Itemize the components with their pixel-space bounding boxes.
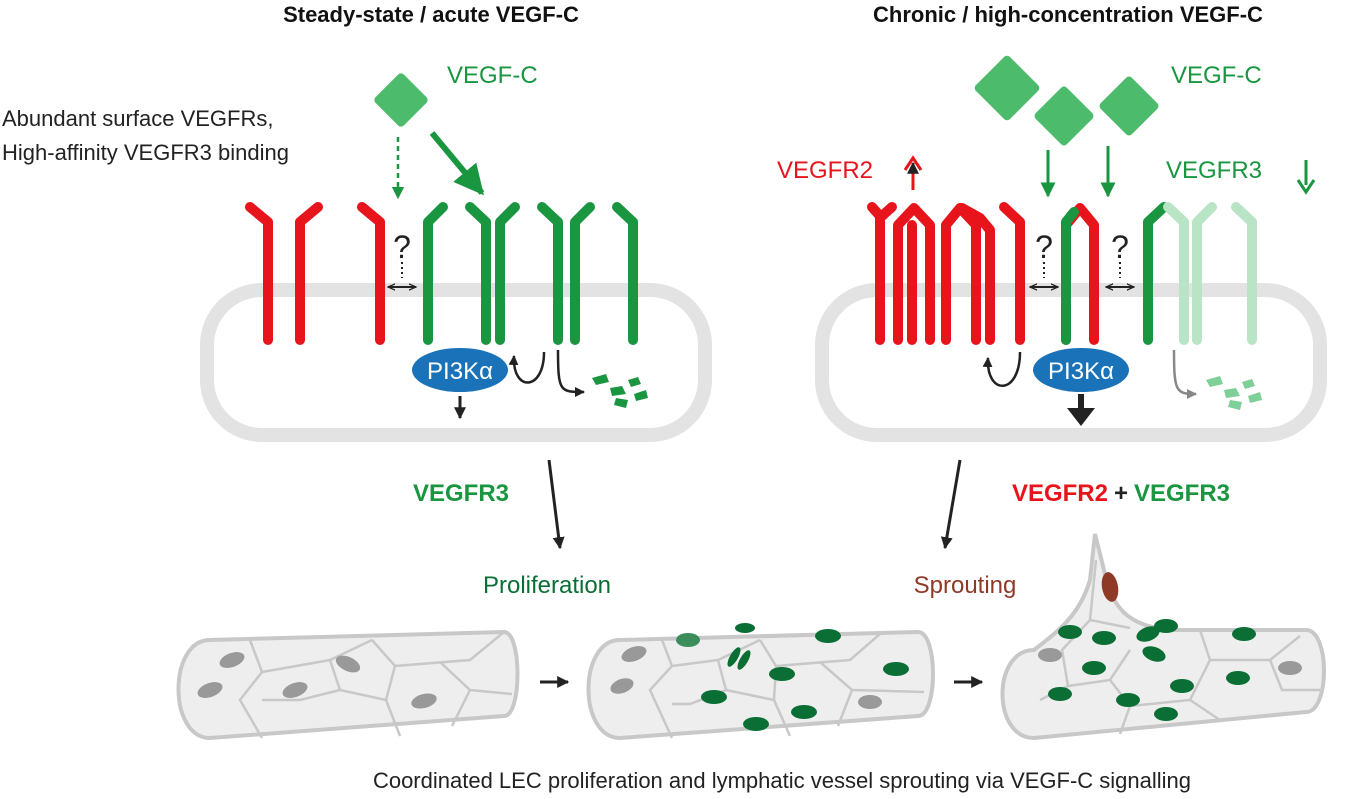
- right-vegf-c-label: VEGF-C: [1171, 62, 1262, 89]
- left-vegf-c-label: VEGF-C: [447, 62, 538, 89]
- right-vegfr3-receptors: [1061, 202, 1169, 345]
- left-vegfr2-receptors: [245, 202, 385, 345]
- left-note-line1: Abundant surface VEGFRs,: [2, 106, 273, 131]
- right-vegf-c-ligand-1: [974, 55, 1040, 121]
- right-vegfr2-label: VEGFR2: [777, 157, 873, 184]
- left-outcome-label: Proliferation: [483, 572, 611, 599]
- left-recycling-arrow: [508, 351, 546, 384]
- left-cell-membrane: [200, 283, 712, 442]
- right-panel: VEGF-C VEGFR2 VEGFR3: [777, 55, 1327, 599]
- right-outcome-label: Sprouting: [914, 572, 1017, 599]
- right-vegfr3-label: VEGFR3: [1166, 157, 1262, 184]
- tip-cell-nucleus: [1101, 572, 1119, 602]
- left-pi3k-label: PI3Kα: [427, 358, 493, 385]
- right-vegf-c-ligand-2: [1034, 86, 1094, 146]
- left-outcome-arrow: [547, 459, 565, 550]
- right-vegfr2-up-arrowhead: [903, 155, 923, 171]
- right-faded-vegfr3-receptors: [1163, 202, 1257, 345]
- right-recycling-arrow: [982, 351, 1022, 387]
- right-outcome-arrow: [940, 459, 962, 550]
- left-signal-label: VEGFR3: [413, 480, 509, 507]
- left-degraded-fragments: [592, 374, 648, 408]
- right-vegfr2-receptors: [867, 202, 1099, 345]
- left-question-mark: ?: [393, 229, 411, 265]
- figure-caption: Coordinated LEC proliferation and lympha…: [373, 768, 1191, 793]
- vessel-quiescent: [176, 629, 520, 741]
- right-faded-degradation-arrow: [1172, 349, 1197, 399]
- left-note-line2: High-affinity VEGFR3 binding: [2, 140, 289, 165]
- vessel-proliferating: [586, 623, 935, 741]
- right-vegfr3-down-arrowhead: [1296, 179, 1316, 195]
- left-vegf-c-ligand: [374, 73, 428, 127]
- right-pi3k-ellipse: [1033, 348, 1129, 392]
- left-vegfr3-receptors: [423, 202, 638, 345]
- left-panel: VEGF-C Abundant surface VEGFRs, High-aff…: [2, 62, 712, 599]
- right-question-mark-2: ?: [1111, 229, 1129, 265]
- right-faded-fragments: [1206, 376, 1262, 410]
- left-degradation-arrow: [556, 349, 585, 397]
- right-panel-title: Chronic / high-concentration VEGF-C: [873, 2, 1263, 27]
- left-binding-arrow: [429, 131, 485, 196]
- right-signal-label: VEGFR2+VEGFR3: [1012, 480, 1230, 507]
- vessel-sprouting: [1000, 533, 1326, 741]
- right-question-mark-1: ?: [1035, 229, 1053, 265]
- right-pi3k-arrowhead: [1067, 408, 1095, 426]
- left-panel-title: Steady-state / acute VEGF-C: [283, 2, 579, 27]
- right-vegf-c-ligand-3: [1099, 76, 1159, 136]
- left-pi3k-ellipse: [412, 348, 508, 392]
- right-pi3k-label: PI3Kα: [1048, 358, 1114, 385]
